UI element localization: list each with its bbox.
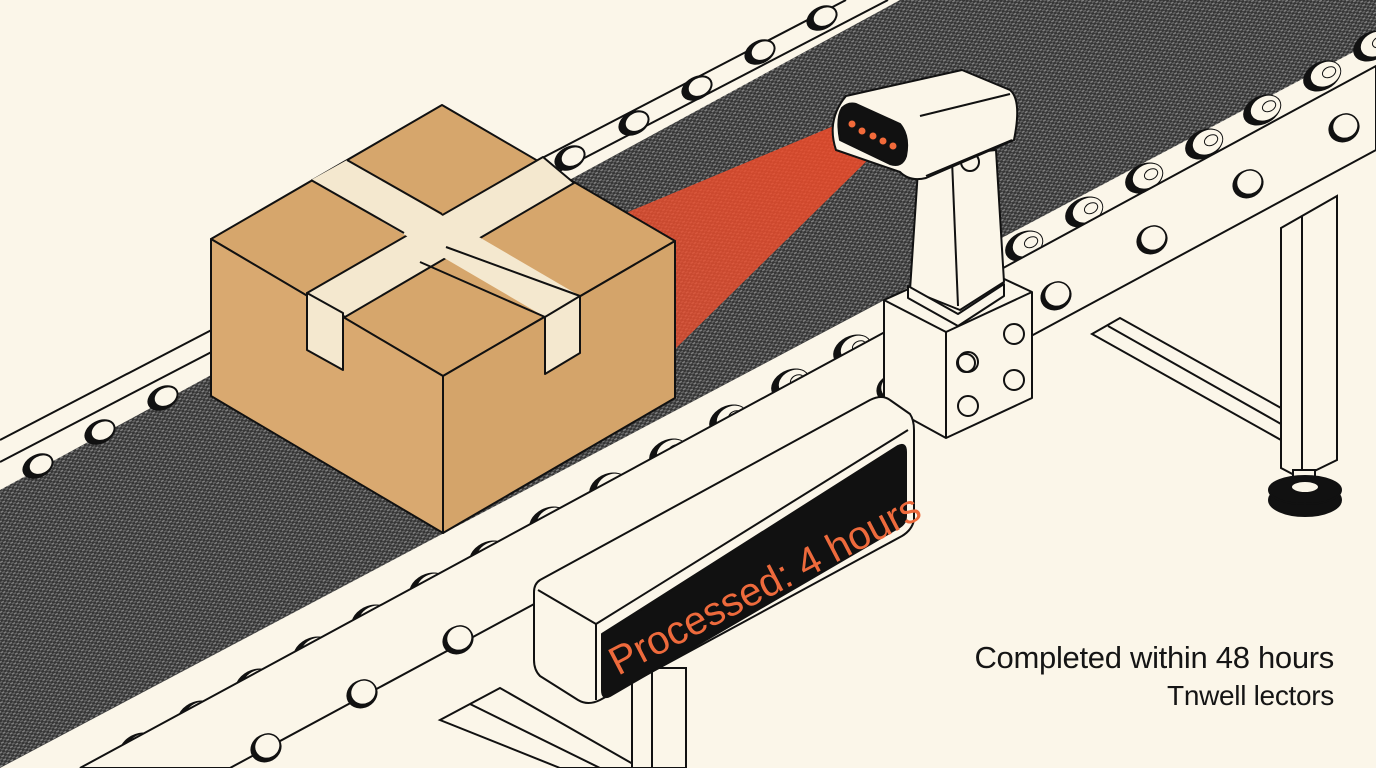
caption-line-1: Completed within 48 hours	[974, 640, 1334, 675]
barcode-scanner-icon	[831, 69, 1019, 181]
cardboard-box	[210, 104, 676, 534]
back-rollers	[22, 5, 838, 479]
support-frame	[437, 194, 1342, 768]
caption: Completed within 48 hours Tnwell lectors	[974, 638, 1334, 714]
scan-beam	[628, 120, 880, 352]
caption-line-2: Tnwell lectors	[1167, 680, 1334, 711]
bracket-bolts	[956, 323, 1025, 417]
scanner-leds	[848, 120, 897, 150]
